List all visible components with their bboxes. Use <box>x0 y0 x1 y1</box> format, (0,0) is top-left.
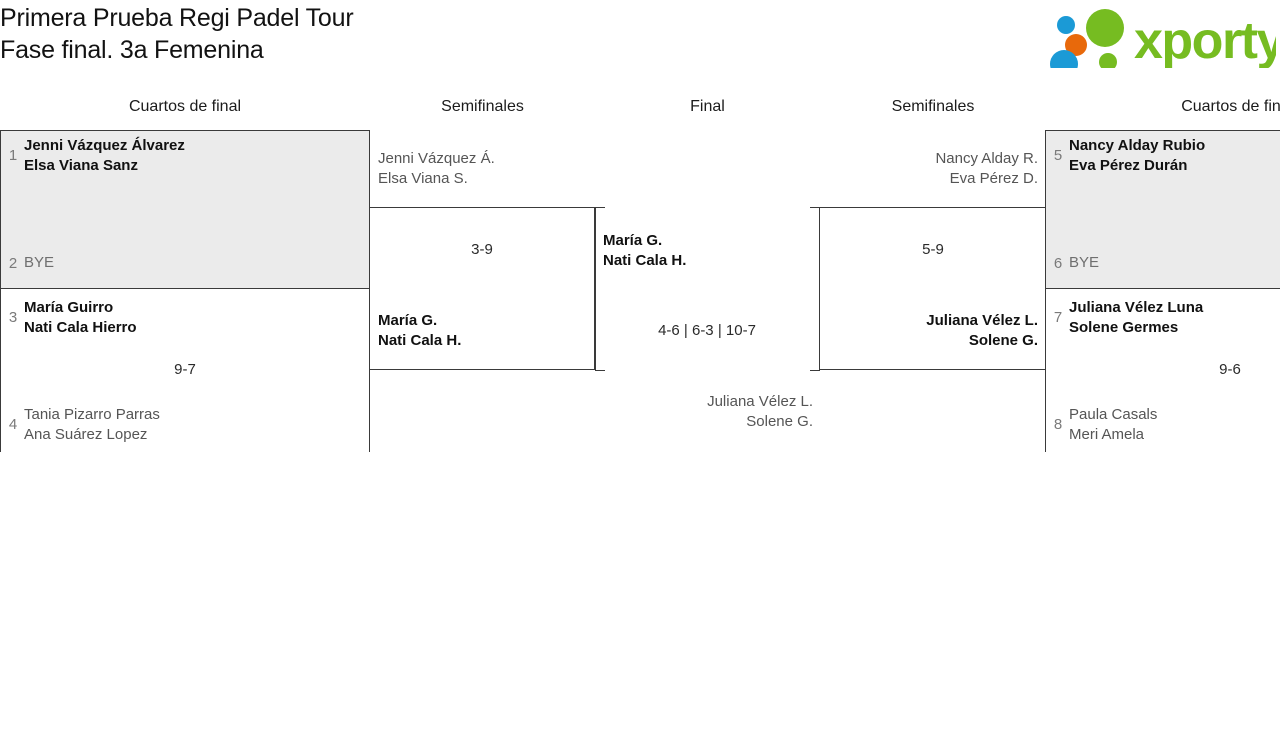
score-right-qf2: 9-6 <box>1219 361 1241 378</box>
semifinal-left-bottom-players: María G. Nati Cala H. <box>378 312 462 349</box>
column-header-semifinales-right: Semifinales <box>891 98 975 115</box>
logo-dots-icon <box>1050 9 1124 68</box>
seed-number-6: 6 <box>1053 255 1063 272</box>
player-names-seed-4: Tania Pizarro Parras Ana Suárez Lopez <box>24 406 160 443</box>
xporty-logo[interactable]: xporty <box>1048 6 1276 68</box>
match-left-quarterfinal-block[interactable] <box>0 130 370 453</box>
final-stub-top-right <box>810 207 820 208</box>
final-stub-top-left <box>595 207 605 208</box>
entry-seed-2[interactable]: 2 BYE <box>2 253 362 273</box>
seed-number-8: 8 <box>1053 416 1063 433</box>
svg-text:xporty: xporty <box>1134 12 1276 68</box>
score-final: 4-6 | 6-3 | 10-7 <box>658 322 756 339</box>
page-title-line1: Primera Prueba Regi Padel Tour <box>0 4 354 32</box>
score-right-semifinal: 5-9 <box>922 241 944 258</box>
seed-number-4: 4 <box>8 416 18 433</box>
entry-seed-5[interactable]: 5 Nancy Alday Rubio Eva Pérez Durán <box>1047 136 1280 175</box>
entry-seed-8[interactable]: 8 Paula Casals Meri Amela <box>1047 405 1280 444</box>
match-right-qf1[interactable] <box>1046 131 1280 289</box>
player-names-seed-3: María Guirro Nati Cala Hierro <box>24 299 137 336</box>
score-left-semifinal: 3-9 <box>471 241 493 258</box>
player-names-seed-8: Paula Casals Meri Amela <box>1069 406 1158 443</box>
seed-number-1: 1 <box>8 147 18 164</box>
logo-wordmark: xporty <box>1134 12 1276 68</box>
player-names-seed-1: Jenni Vázquez Álvarez Elsa Viana Sanz <box>24 137 185 174</box>
final-stub-bottom-left <box>595 370 605 371</box>
final-connector-left <box>595 207 596 371</box>
final-bottom-players: Juliana Vélez L. Solene G. <box>707 393 813 430</box>
player-names-seed-5: Nancy Alday Rubio Eva Pérez Durán <box>1069 137 1206 174</box>
page-title: Primera Prueba Regi Padel Tour Fase fina… <box>0 2 760 66</box>
score-left-qf2: 9-7 <box>174 361 196 378</box>
match-left-qf1[interactable] <box>1 131 369 289</box>
match-left-semifinal[interactable] <box>369 207 595 370</box>
match-right-qf2[interactable] <box>1046 289 1280 453</box>
match-left-qf2[interactable] <box>1 289 369 453</box>
entry-seed-7[interactable]: 7 Juliana Vélez Luna Solene Germes <box>1047 298 1280 337</box>
semifinal-right-bottom-players: Juliana Vélez L. Solene G. <box>926 312 1038 349</box>
entry-seed-3[interactable]: 3 María Guirro Nati Cala Hierro <box>2 298 362 337</box>
column-header-final: Final <box>690 98 725 115</box>
seed-number-7: 7 <box>1053 309 1063 326</box>
player-names-seed-7: Juliana Vélez Luna Solene Germes <box>1069 299 1204 336</box>
column-header-semifinales-left: Semifinales <box>441 98 524 115</box>
entry-seed-1[interactable]: 1 Jenni Vázquez Álvarez Elsa Viana Sanz <box>2 136 362 175</box>
column-header-cuartos-right: Cuartos de fin <box>1181 98 1280 115</box>
page-title-line2: Fase final. 3a Femenina <box>0 36 264 64</box>
seed-number-5: 5 <box>1053 147 1063 164</box>
bye-label-seed-6: BYE <box>1069 254 1100 271</box>
seed-number-3: 3 <box>8 309 18 326</box>
column-header-cuartos-left: Cuartos de final <box>128 98 242 115</box>
final-top-players: María G. Nati Cala H. <box>603 232 687 269</box>
entry-seed-6[interactable]: 6 BYE <box>1047 253 1280 273</box>
seed-number-2: 2 <box>8 255 18 272</box>
entry-seed-4[interactable]: 4 Tania Pizarro Parras Ana Suárez Lopez <box>2 405 362 444</box>
match-right-quarterfinal-block[interactable] <box>1045 130 1280 453</box>
semifinal-right-top-players: Nancy Alday R. Eva Pérez D. <box>935 150 1038 187</box>
final-stub-bottom-right <box>810 370 820 371</box>
semifinal-left-top-players: Jenni Vázquez Á. Elsa Viana S. <box>378 150 495 187</box>
bye-label-seed-2: BYE <box>24 254 55 271</box>
